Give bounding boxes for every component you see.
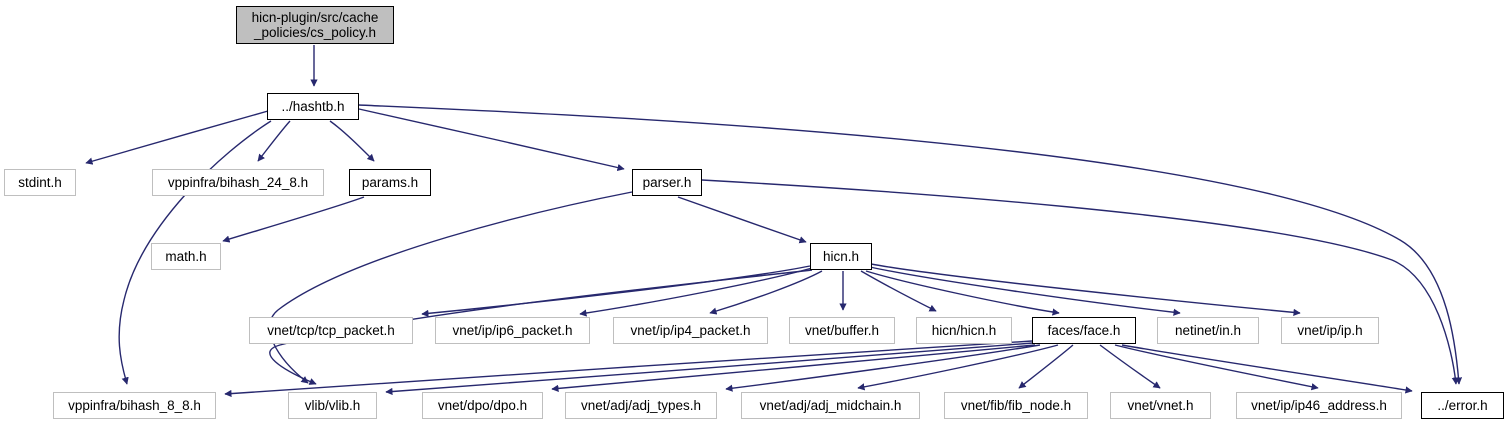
graph-node-face[interactable]: faces/face.h	[1032, 317, 1136, 344]
graph-node-parser[interactable]: parser.h	[632, 169, 702, 196]
edge-hicn-to-face	[865, 270, 1060, 316]
edge-hashtb-to-error	[358, 104, 1463, 385]
graph-node-cs_policy[interactable]: hicn-plugin/src/cache _policies/cs_polic…	[236, 6, 394, 44]
edge-hashtb-to-bihash24	[257, 120, 291, 162]
edge-hashtb-to-params	[329, 120, 375, 162]
graph-node-vlib[interactable]: vlib/vlib.h	[288, 392, 377, 419]
graph-node-ip46_address[interactable]: vnet/ip/ip46_address.h	[1236, 392, 1402, 419]
edge-hashtb-to-bihash8	[118, 120, 272, 385]
edge-face-to-vlib	[385, 342, 1034, 396]
graph-node-buffer[interactable]: vnet/buffer.h	[789, 317, 895, 344]
graph-node-tcp_packet[interactable]: vnet/tcp/tcp_packet.h	[249, 317, 413, 344]
graph-node-ip4_packet[interactable]: vnet/ip/ip4_packet.h	[613, 317, 768, 344]
edge-parser-to-error	[701, 179, 1459, 385]
edge-hashtb-to-parser	[358, 108, 625, 172]
edge-params-to-math	[222, 196, 365, 243]
edge-face-to-adj_midchain	[857, 344, 1059, 391]
graph-node-vnet_vnet[interactable]: vnet/vnet.h	[1110, 392, 1211, 419]
graph-node-math[interactable]: math.h	[151, 243, 221, 270]
graph-node-hashtb[interactable]: ../hashtb.h	[267, 93, 359, 120]
edge-hicn-to-ip4_packet	[709, 270, 823, 315]
edge-hicn-to-netinet_in	[869, 266, 1181, 316]
edge-face-to-dpo	[551, 344, 1036, 392]
edge-hicn-to-tcp_packet	[421, 265, 811, 317]
edge-hicn-to-hicn_hicn	[860, 270, 937, 312]
edge-face-to-fib_node	[1018, 344, 1074, 389]
graph-node-vnet_ip_ip[interactable]: vnet/ip/ip.h	[1281, 317, 1379, 344]
edge-hicn-to-vnet_ip_ip	[870, 263, 1301, 317]
graph-node-fib_node[interactable]: vnet/fib/fib_node.h	[944, 392, 1088, 419]
edge-face-to-error	[1121, 344, 1413, 394]
graph-node-hicn[interactable]: hicn.h	[810, 243, 872, 270]
graph-node-bihash24[interactable]: vppinfra/bihash_24_8.h	[152, 169, 324, 196]
graph-node-ip6_packet[interactable]: vnet/ip/ip6_packet.h	[435, 317, 590, 344]
graph-node-bihash8[interactable]: vppinfra/bihash_8_8.h	[53, 392, 216, 419]
edge-face-to-ip46_address	[1114, 344, 1319, 391]
graph-node-error[interactable]: ../error.h	[1421, 392, 1504, 419]
graph-node-params[interactable]: params.h	[349, 169, 431, 196]
graph-node-stdint[interactable]: stdint.h	[4, 169, 76, 196]
edge-face-to-bihash8	[224, 340, 1033, 398]
edge-parser-to-hicn	[677, 196, 807, 244]
graph-node-hicn_hicn[interactable]: hicn/hicn.h	[916, 317, 1012, 344]
edge-hicn-to-ip6_packet	[579, 267, 813, 317]
edge-face-to-vnet_vnet	[1099, 344, 1161, 389]
graph-node-netinet_in[interactable]: netinet/in.h	[1157, 317, 1259, 344]
graph-node-adj_types[interactable]: vnet/adj/adj_types.h	[565, 392, 717, 419]
edge-face-to-adj_types	[725, 344, 1041, 392]
graph-node-dpo[interactable]: vnet/dpo/dpo.h	[422, 392, 543, 419]
edge-parser-to-vlib	[268, 191, 633, 384]
edge-hashtb-to-stdint	[85, 110, 269, 165]
graph-node-adj_midchain[interactable]: vnet/adj/adj_midchain.h	[741, 392, 920, 419]
